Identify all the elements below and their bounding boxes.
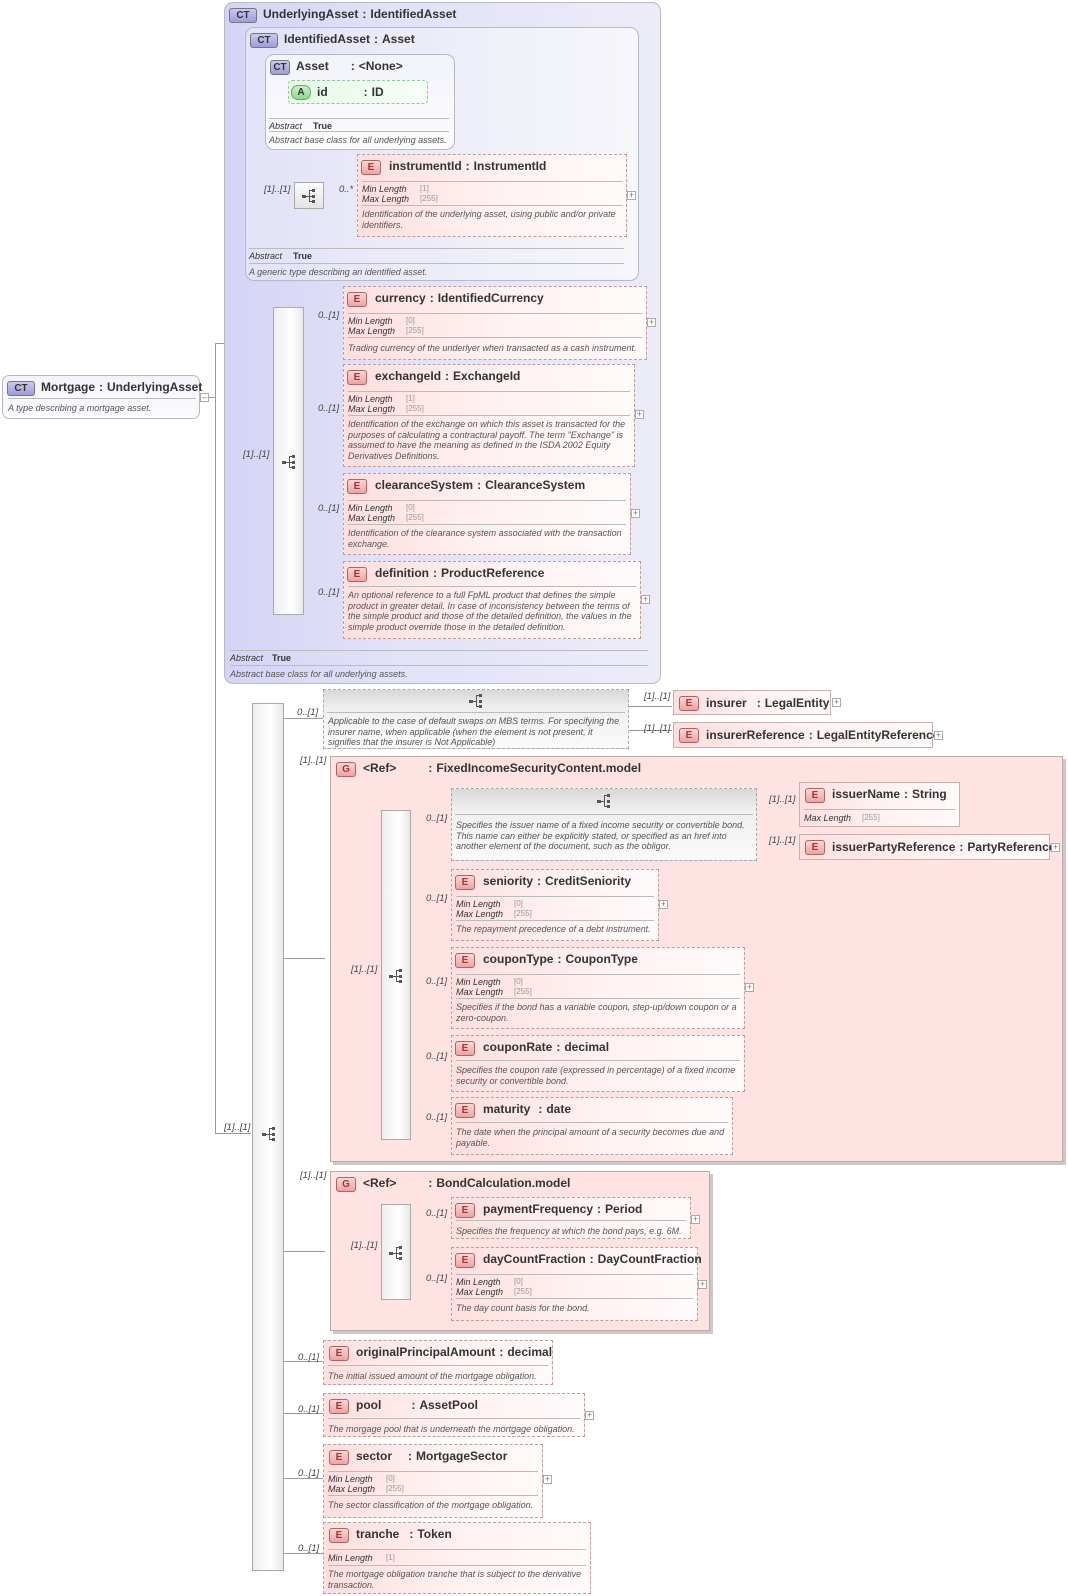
element-icon: E — [361, 160, 381, 175]
expand-plus-icon[interactable]: + — [641, 594, 650, 604]
element-icon: E — [329, 1399, 349, 1414]
attribute-icon: A — [291, 85, 311, 100]
element-icon: E — [455, 1253, 475, 1268]
element-sector[interactable]: E sector:MortgageSector Min Length [0] M… — [323, 1444, 543, 1518]
element-icon: E — [455, 953, 475, 968]
asset-description: Abstract base class for all underlying a… — [269, 135, 447, 145]
element-insurer[interactable]: E insurer:LegalEntity — [673, 690, 831, 715]
element-original-principal-amount[interactable]: E originalPrincipalAmount:decimal The in… — [323, 1340, 553, 1385]
sequence-icon — [389, 969, 402, 983]
element-icon: E — [455, 1041, 475, 1056]
element-issuer-name[interactable]: E issuerName:String Max Length [255] — [799, 782, 960, 827]
sequence-compositor[interactable] — [294, 182, 324, 209]
element-seniority[interactable]: E seniority:CreditSeniority Min Length [… — [451, 869, 659, 941]
expand-plus-icon[interactable]: + — [659, 899, 668, 909]
element-pool[interactable]: E pool:AssetPool The morgage pool that i… — [323, 1393, 585, 1437]
collapse-minus-icon[interactable]: – — [200, 392, 209, 402]
root-title: Mortgage:UnderlyingAsset — [41, 380, 203, 394]
element-icon: E — [679, 728, 699, 743]
group-icon: G — [336, 1177, 356, 1192]
root-mortgage-type[interactable]: CT Mortgage:UnderlyingAsset A type descr… — [2, 375, 203, 419]
expand-plus-icon[interactable]: + — [832, 697, 841, 707]
sequence-icon — [389, 1246, 402, 1260]
expand-plus-icon[interactable]: + — [631, 508, 640, 518]
sequence-icon — [262, 1127, 275, 1141]
element-icon: E — [347, 292, 367, 307]
choice-icon — [469, 694, 482, 708]
sequence-icon — [302, 189, 315, 203]
element-icon: E — [805, 788, 825, 803]
element-icon: E — [347, 370, 367, 385]
expand-plus-icon[interactable]: + — [627, 190, 636, 200]
expand-plus-icon[interactable]: + — [635, 409, 644, 419]
element-currency[interactable]: E currency:IdentifiedCurrency Min Length… — [343, 286, 647, 360]
element-definition[interactable]: E definition:ProductReference An optiona… — [343, 561, 641, 639]
element-coupon-type[interactable]: E couponType:CouponType Min Length [0] M… — [451, 947, 745, 1029]
underlying-asset-title: UnderlyingAsset:IdentifiedAsset — [263, 7, 457, 21]
element-tranche[interactable]: E tranche:Token Min Length [1] The mortg… — [323, 1522, 591, 1594]
element-icon: E — [455, 875, 475, 890]
element-icon: E — [347, 479, 367, 494]
expand-plus-icon[interactable]: + — [745, 982, 754, 992]
sequence-compositor[interactable] — [252, 703, 284, 1571]
choice-icon — [597, 794, 610, 808]
sequence-icon — [282, 455, 295, 469]
underlying-asset-description: Abstract base class for all underlying a… — [230, 669, 408, 679]
expand-plus-icon[interactable]: + — [934, 730, 943, 740]
expand-plus-icon[interactable]: + — [647, 317, 656, 327]
element-day-count-fraction[interactable]: E dayCountFraction:DayCountFraction Min … — [451, 1247, 702, 1321]
element-clearance-system[interactable]: E clearanceSystem:ClearanceSystem Min Le… — [343, 473, 631, 555]
issuer-choice-compositor[interactable]: Specifies the issuer name of a fixed inc… — [451, 788, 757, 861]
insurer-choice-compositor[interactable]: Applicable to the case of default swaps … — [323, 689, 629, 749]
element-issuer-party-reference[interactable]: E issuerPartyReference:PartyReference — [799, 834, 1055, 860]
group-icon: G — [336, 762, 356, 777]
element-exchange-id[interactable]: E exchangeId:ExchangeId Min Length [1] M… — [343, 364, 635, 467]
attribute-id[interactable]: A id:ID — [288, 80, 428, 104]
element-maturity[interactable]: E maturity:date The date when the princi… — [451, 1097, 733, 1155]
element-icon: E — [329, 1346, 349, 1361]
element-icon: E — [805, 840, 825, 855]
element-icon: E — [329, 1450, 349, 1465]
expand-plus-icon[interactable]: + — [585, 1410, 594, 1420]
sequence-compositor[interactable] — [381, 810, 411, 1140]
element-icon: E — [347, 567, 367, 582]
element-insurer-reference[interactable]: E insurerReference:LegalEntityReference — [673, 722, 939, 748]
asset-title: Asset:<None> — [296, 59, 403, 73]
expand-plus-icon[interactable]: + — [691, 1214, 700, 1224]
expand-plus-icon[interactable]: + — [698, 1279, 707, 1289]
complex-type-icon: CT — [250, 33, 278, 48]
sequence-compositor[interactable] — [381, 1204, 411, 1300]
sequence-compositor[interactable] — [273, 307, 304, 615]
element-icon: E — [455, 1103, 475, 1118]
element-instrument-id[interactable]: E instrumentId:InstrumentId Min Length [… — [357, 154, 627, 237]
identified-asset-title: IdentifiedAsset:Asset — [284, 32, 415, 46]
element-icon: E — [679, 696, 699, 711]
element-icon: E — [329, 1528, 349, 1543]
element-coupon-rate[interactable]: E couponRate:decimal Specifies the coupo… — [451, 1035, 745, 1092]
expand-plus-icon[interactable]: + — [1051, 842, 1060, 852]
expand-plus-icon[interactable]: + — [543, 1474, 552, 1484]
complex-type-icon: CT — [7, 381, 35, 396]
element-payment-frequency[interactable]: E paymentFrequency:Period Specifies the … — [451, 1197, 691, 1239]
complex-type-icon: CT — [229, 8, 257, 23]
root-description: A type describing a mortgage asset. — [8, 403, 152, 413]
complex-type-icon: CT — [270, 60, 290, 75]
identified-asset-description: A generic type describing an identified … — [249, 267, 428, 277]
element-icon: E — [455, 1203, 475, 1218]
